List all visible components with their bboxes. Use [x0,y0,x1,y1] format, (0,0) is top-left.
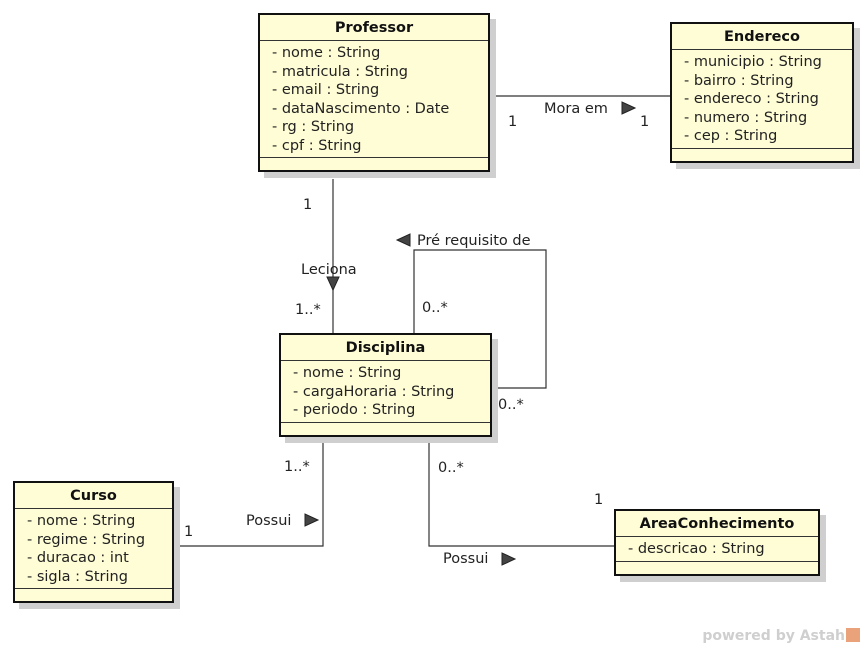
mora-em-arrow-icon [621,101,637,115]
possui-curso-line[interactable] [173,443,324,547]
watermark-text: powered by Astah [702,628,845,644]
attribute-list: - nome : String - cargaHoraria : String … [281,361,490,423]
attribute-list: - municipio : String - bairro : String -… [672,50,852,149]
class-disciplina[interactable]: Disciplina - nome : String - cargaHorari… [279,333,492,437]
attribute: - descricao : String [628,541,765,557]
attribute: - nome : String [272,45,381,61]
class-name: AreaConhecimento [616,511,818,537]
pre-requisito-line[interactable] [413,249,547,389]
attribute: - municipio : String [684,54,822,70]
attribute: - bairro : String [684,72,794,89]
possui-area-line[interactable] [428,443,614,547]
class-area-conhecimento[interactable]: AreaConhecimento - descricao : String [614,509,820,576]
leciona-mult-professor: 1 [303,197,313,213]
attribute-list: - nome : String - regime : String - dura… [15,509,172,589]
operation-list [672,149,852,161]
attribute: - cargaHoraria : String [293,383,455,400]
possui-area-mult-disciplina: 0..* [438,460,464,476]
possui-area-arrow-icon [501,552,517,566]
possui-area-mult-area: 1 [594,492,604,508]
attribute: - cpf : String [272,137,362,154]
attribute: - nome : String [27,513,136,529]
pre-requisito-mult-top: 0..* [422,300,448,316]
class-name: Endereco [672,24,852,50]
leciona-label: Leciona [301,262,357,278]
pre-requisito-mult-right: 0..* [498,397,524,413]
class-name: Disciplina [281,335,490,361]
attribute: - duracao : int [27,550,129,566]
attribute-list: - descricao : String [616,537,818,562]
attribute: - regime : String [27,531,146,548]
attribute: - numero : String [684,109,808,126]
class-endereco[interactable]: Endereco - municipio : String - bairro :… [670,22,854,163]
attribute: - periodo : String [293,402,416,418]
class-name: Curso [15,483,172,509]
attribute: - nome : String [293,365,402,381]
possui-curso-arrow-icon [304,513,320,527]
attribute: - cep : String [684,128,778,144]
mora-em-mult-professor: 1 [508,114,518,130]
mora-em-label: Mora em [544,101,608,117]
pre-requisito-arrow-icon [395,233,411,247]
operation-list [260,158,488,170]
possui-area-label: Possui [443,551,489,567]
possui-curso-label: Possui [246,513,292,529]
attribute: - rg : String [272,119,355,135]
leciona-arrow-icon [326,276,340,292]
possui-curso-mult-curso: 1 [184,524,194,540]
attribute: - matricula : String [272,63,408,80]
attribute: - email : String [272,82,380,98]
mora-em-mult-endereco: 1 [640,114,650,130]
attribute: - endereco : String [684,91,819,107]
class-name: Professor [260,15,488,41]
operation-list [281,423,490,435]
leciona-mult-disciplina: 1..* [295,302,321,318]
operation-list [616,562,818,574]
attribute: - dataNascimento : Date [272,100,450,117]
watermark: powered by Astah [702,628,860,644]
pre-requisito-label: Pré requisito de [417,233,531,249]
class-curso[interactable]: Curso - nome : String - regime : String … [13,481,174,603]
class-professor[interactable]: Professor - nome : String - matricula : … [258,13,490,172]
astah-logo-icon [846,628,860,642]
possui-curso-mult-disciplina: 1..* [284,459,310,475]
operation-list [15,589,172,601]
attribute-list: - nome : String - matricula : String - e… [260,41,488,158]
attribute: - sigla : String [27,568,128,585]
